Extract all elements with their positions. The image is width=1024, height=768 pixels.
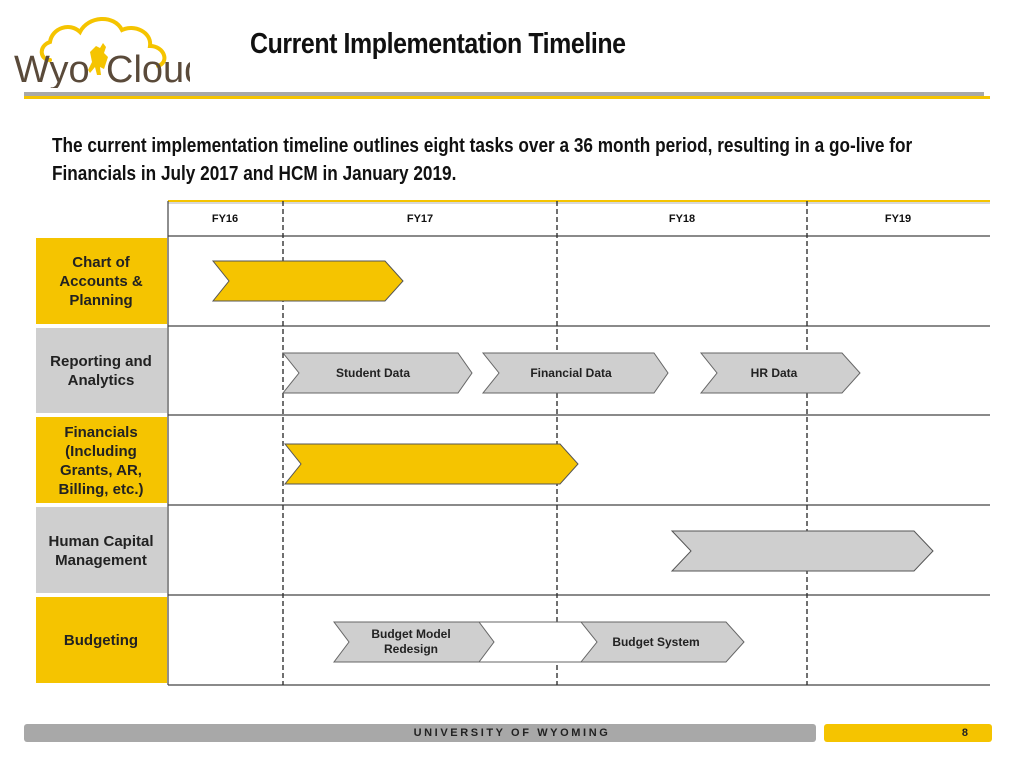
row-label-line: Chart of — [72, 254, 131, 271]
implementation-timeline: FY16 FY17 FY18 FY19 Chart of Accounts & … — [36, 200, 990, 686]
row-label-line: Budgeting — [64, 632, 138, 649]
row-label-box-financials — [36, 417, 167, 503]
page-number: 8 — [961, 727, 968, 739]
row-label-line: Planning — [69, 292, 132, 309]
hcm-bar — [670, 530, 934, 572]
fy-label: FY16 — [212, 213, 238, 225]
bar-label-hr-data: HR Data — [751, 366, 798, 380]
row-label-box-chart-of-accounts — [36, 238, 167, 324]
intro-paragraph: The current implementation timeline outl… — [52, 135, 913, 185]
budget-system-bar — [579, 621, 745, 663]
fy-label: FY19 — [885, 213, 911, 225]
logo-text-cloud: Cloud — [106, 49, 190, 88]
row-separators — [168, 235, 990, 686]
row-label-line: Financials — [64, 424, 137, 441]
header-rule-yellow — [24, 96, 990, 99]
bar-label-budget-model-1: Budget Model — [371, 627, 450, 641]
row-label-line: Reporting and — [50, 353, 152, 370]
reporting-bar — [281, 352, 861, 394]
row-label-box-budgeting — [36, 597, 167, 683]
row-label-box-hcm — [36, 507, 167, 593]
page-number-box — [824, 724, 992, 742]
bar-label-budget-model-2: Redesign — [384, 642, 438, 656]
row-label-line: Grants, AR, — [60, 462, 142, 479]
row-label-box-reporting — [36, 328, 167, 413]
footer-bar — [24, 724, 816, 742]
bar-label-budget-system: Budget System — [612, 635, 699, 649]
fy-label: FY18 — [669, 213, 695, 225]
header-rule-gray — [24, 92, 984, 96]
row-label-line: (Including — [65, 443, 137, 460]
row-label-line: Billing, etc.) — [58, 481, 143, 498]
chart-of-accounts-bar — [211, 260, 404, 302]
row-label-line: Management — [55, 552, 147, 569]
financials-bar — [283, 443, 579, 485]
bar-label-financial-data: Financial Data — [530, 366, 612, 380]
fy-label: FY17 — [407, 213, 433, 225]
page-title: Current Implementation Timeline — [250, 28, 626, 60]
wyocloud-logo: Wyo Cloud — [14, 17, 190, 88]
footer-university: UNIVERSITY OF WYOMING — [413, 727, 611, 739]
budget-model-bar — [333, 621, 495, 663]
bar-label-student-data: Student Data — [336, 366, 410, 380]
row-label-line: Accounts & — [59, 273, 143, 290]
bucking-horse-icon — [88, 43, 108, 75]
row-label-line: Human Capital — [48, 533, 153, 550]
row-label-line: Analytics — [68, 372, 135, 389]
logo-text-wyo: Wyo — [14, 49, 90, 88]
